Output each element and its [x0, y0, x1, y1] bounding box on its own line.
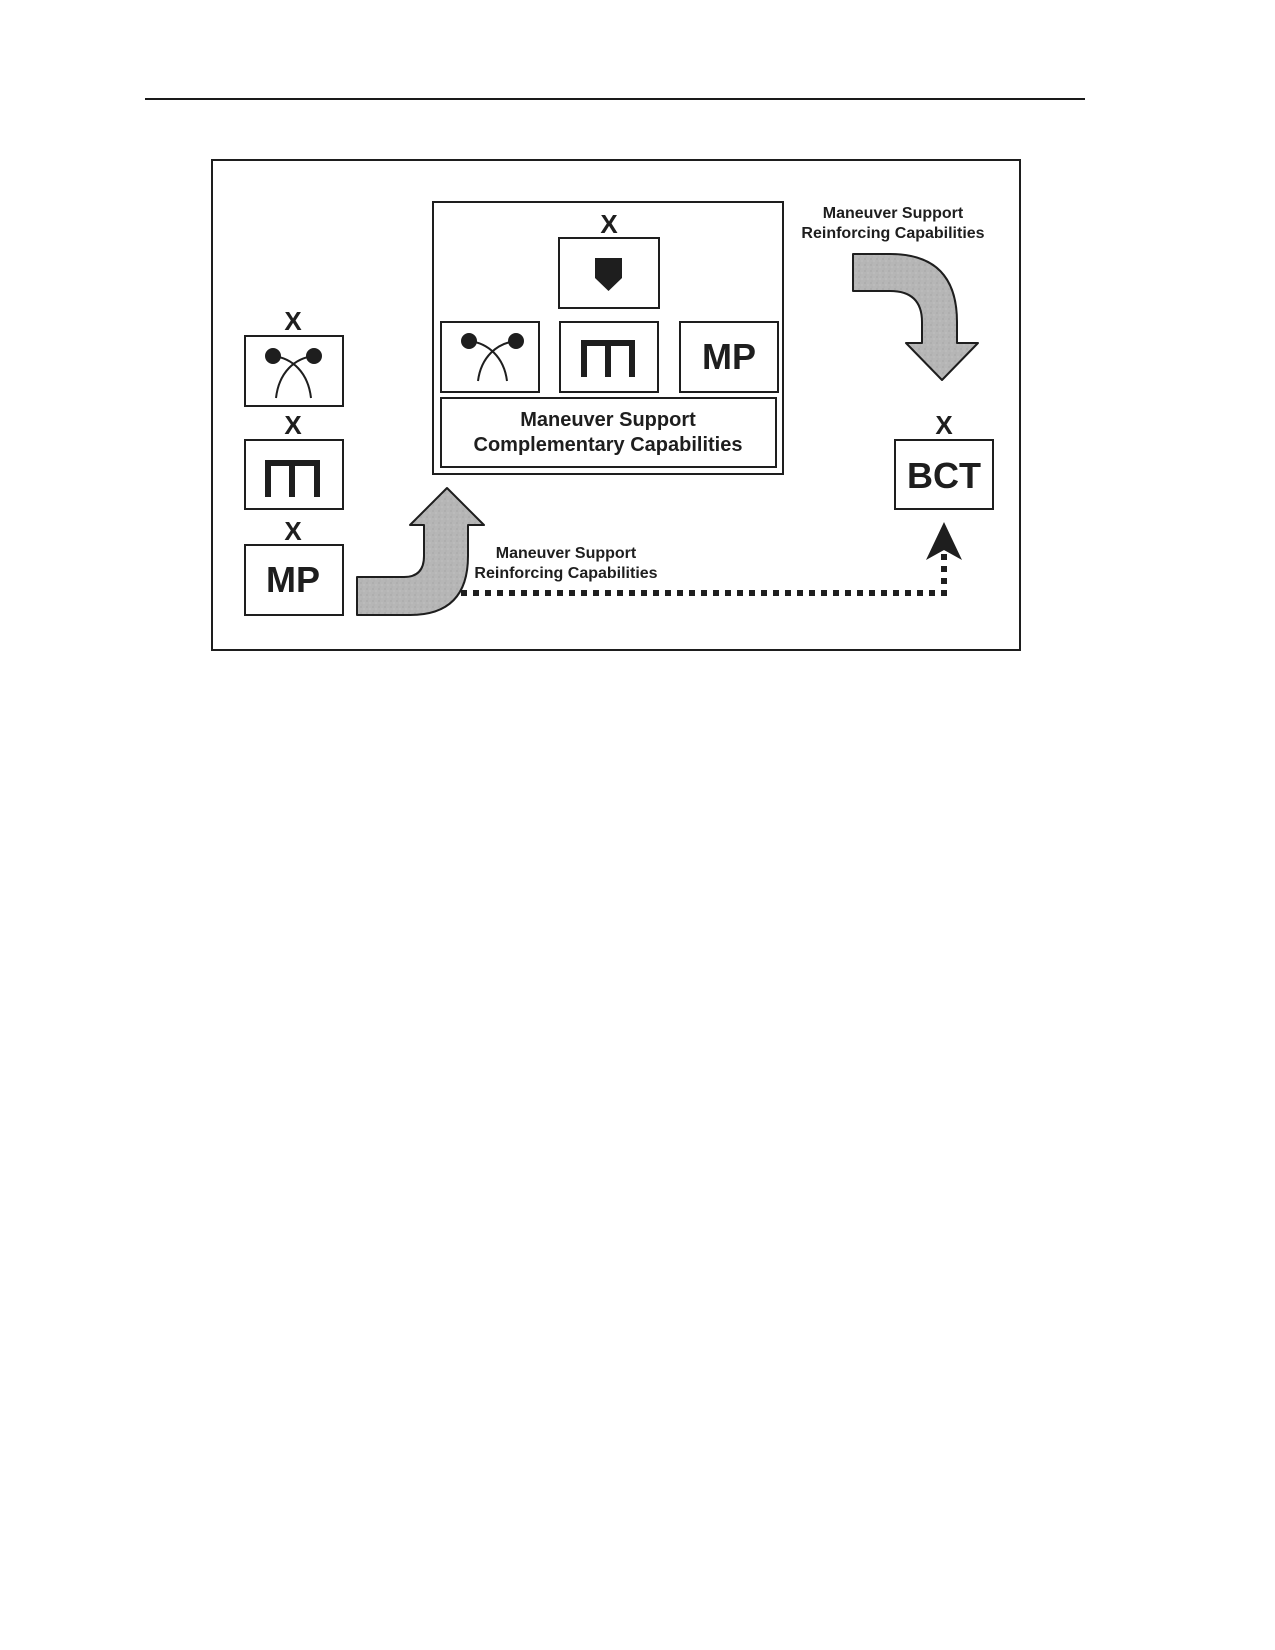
- dotted-arrow-head: [926, 522, 962, 560]
- engineer-bridge-icon: [461, 333, 524, 382]
- maneuver-support-icon: [595, 258, 622, 291]
- left-unit-engineer: X: [244, 410, 344, 510]
- msb-container: X MP Maneuver Support Complementary Capa…: [432, 201, 784, 475]
- reinforcing-arrow-down: [852, 253, 979, 381]
- echelon-mark: X: [284, 410, 302, 440]
- echelon-mark: X: [284, 516, 302, 546]
- echelon-mark: X: [935, 410, 953, 440]
- engineer-bridge-icon: [265, 348, 322, 399]
- echelon-mark: X: [600, 209, 618, 239]
- left-unit-engineer-bridge: X: [244, 306, 344, 407]
- reinforcing-arrow-up: [356, 487, 485, 616]
- header-rule: [145, 98, 1085, 100]
- echelon-mark: X: [284, 306, 302, 336]
- mp-unit-label: MP: [702, 336, 756, 377]
- msb-caption-line2: Complementary Capabilities: [474, 434, 743, 456]
- msb-sub-mp: [679, 321, 779, 393]
- top-right-label-line2: Reinforcing Capabilities: [801, 225, 984, 242]
- msb-caption-line1: Maneuver Support: [520, 409, 696, 431]
- top-right-label-line1: Maneuver Support: [823, 205, 964, 222]
- dotted-arrow-to-bct: [461, 548, 947, 596]
- engineer-icon: [265, 460, 320, 497]
- bct-label: BCT: [907, 455, 981, 496]
- engineer-icon: [581, 340, 635, 377]
- left-unit-mp: X MP: [244, 516, 344, 616]
- bct-unit: X BCT: [894, 410, 994, 510]
- mp-unit-label: MP: [266, 559, 320, 600]
- msb-sub-engineer-bridge: [440, 321, 540, 393]
- bottom-label-line2: Reinforcing Capabilities: [474, 565, 657, 582]
- msb-caption-box: [440, 397, 777, 468]
- bottom-label-line1: Maneuver Support: [496, 545, 637, 562]
